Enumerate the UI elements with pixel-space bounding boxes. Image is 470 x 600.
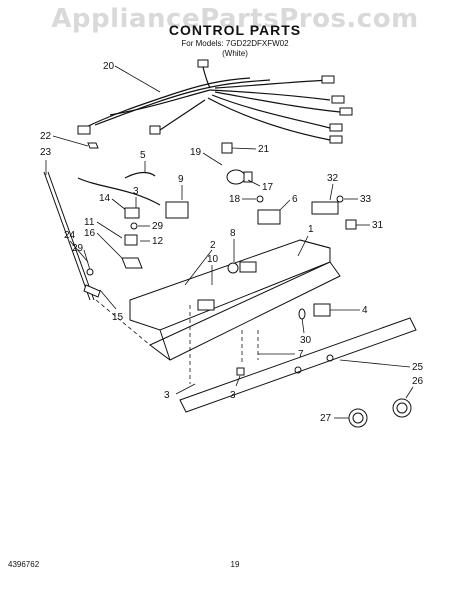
- model-numbers: For Models: 7GD22DFXFW02: [181, 39, 289, 48]
- callout-3-top: 3: [133, 186, 139, 197]
- control-housing: [129, 239, 341, 361]
- callout-8: 8: [230, 228, 236, 239]
- callout-25: 25: [412, 362, 424, 373]
- callout-24: 24: [64, 230, 76, 241]
- callout-3-right: 3: [230, 390, 236, 401]
- watermark: AppliancePartsPros.com: [51, 4, 419, 34]
- callout-27: 27: [320, 413, 332, 424]
- callout-29-a: 29: [152, 221, 164, 232]
- callout-26: 26: [412, 376, 424, 387]
- control-panel-25: [179, 317, 417, 413]
- callout-20: 20: [103, 61, 115, 72]
- callout-32: 32: [327, 173, 339, 184]
- callout-29-b: 29: [72, 243, 84, 254]
- page-number: 19: [230, 560, 240, 569]
- callout-12: 12: [152, 236, 164, 247]
- wire-harness: [77, 59, 353, 144]
- callout-5: 5: [140, 150, 146, 161]
- callout-14: 14: [99, 193, 111, 204]
- callout-11: 11: [84, 217, 95, 228]
- callout-2: 2: [210, 240, 216, 251]
- callout-19: 19: [190, 147, 202, 158]
- callout-6: 6: [292, 194, 298, 205]
- callout-21: 21: [258, 144, 270, 155]
- callout-23: 23: [40, 147, 52, 158]
- callout-18: 18: [229, 194, 241, 205]
- callout-7: 7: [298, 349, 304, 360]
- document-number: 4396762: [8, 560, 40, 569]
- page-title: CONTROL PARTS: [168, 22, 302, 38]
- callout-22: 22: [40, 131, 52, 142]
- callout-10: 10: [207, 254, 219, 265]
- callout-9: 9: [178, 174, 184, 185]
- color-variant: (White): [222, 49, 248, 58]
- callout-15: 15: [112, 312, 124, 323]
- callout-33: 33: [360, 194, 372, 205]
- callout-1: 1: [308, 224, 314, 235]
- rod-23: [43, 171, 91, 301]
- callout-16: 16: [84, 228, 96, 239]
- callout-17: 17: [262, 182, 274, 193]
- callout-31: 31: [372, 220, 384, 231]
- callout-30: 30: [300, 335, 312, 346]
- callout-4: 4: [362, 305, 368, 316]
- callout-3-left: 3: [164, 390, 170, 401]
